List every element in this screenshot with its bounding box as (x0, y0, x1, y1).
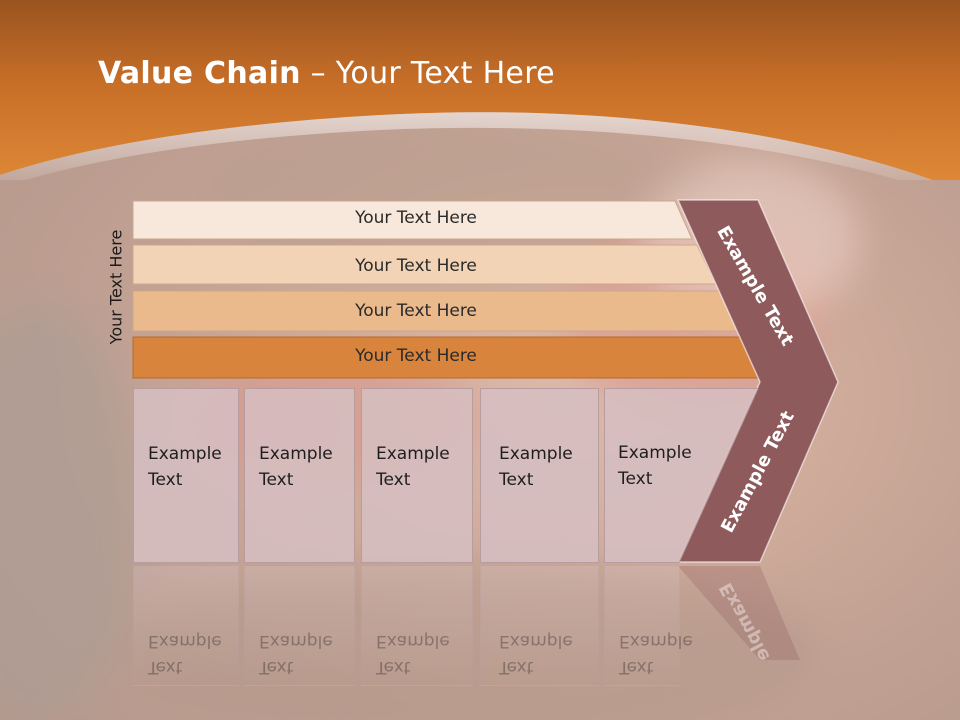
refl-3-line1: Example (376, 631, 450, 651)
column-1-line2: Text (148, 470, 183, 490)
bar-label-4: Your Text Here (355, 346, 477, 366)
refl-3-line2: Text (376, 657, 411, 677)
column-2-reflection-text: Text Example (259, 628, 333, 680)
column-5-line1: Example (618, 443, 692, 463)
column-3-line2: Text (376, 470, 411, 490)
refl-1-line1: Example (148, 631, 222, 651)
refl-2-line1: Example (259, 631, 333, 651)
bar-1 (132, 200, 693, 240)
refl-1-line2: Text (148, 657, 183, 677)
column-4-line1: Example (499, 444, 573, 464)
column-2-line2: Text (259, 470, 294, 490)
column-2-reflection: Text Example (244, 566, 355, 686)
chevron (676, 199, 839, 563)
chevron-reflection (678, 566, 800, 660)
column-3-reflection: Text Example (361, 566, 473, 686)
column-3-line1: Example (376, 444, 450, 464)
bar-label-2: Your Text Here (355, 256, 477, 276)
column-1-reflection-text: Text Example (148, 628, 222, 680)
page-title: Value Chain – Your Text Here (98, 56, 555, 91)
column-4-line2: Text (499, 470, 534, 490)
bar-label-1: Your Text Here (355, 208, 477, 228)
column-5-line2: Text (618, 469, 653, 489)
column-1-line1: Example (148, 444, 222, 464)
refl-2-line2: Text (259, 657, 294, 677)
refl-5-line2: Text (619, 657, 654, 677)
refl-5-line1: Example (619, 631, 693, 651)
column-2-line1: Example (259, 444, 333, 464)
title-bold: Value Chain (98, 56, 301, 91)
column-5-shape (604, 388, 759, 563)
column-1-reflection: Text Example (133, 566, 239, 686)
column-4-reflection-text: Text Example (499, 628, 573, 680)
column-3-reflection-text: Text Example (376, 628, 450, 680)
bar-label-3: Your Text Here (355, 301, 477, 321)
title-rest: – Your Text Here (300, 56, 555, 91)
column-5-reflection-text: Text Example (619, 628, 693, 680)
header-band (0, 0, 960, 180)
refl-4-line1: Example (499, 631, 573, 651)
column-4-reflection: Text Example (480, 566, 599, 686)
column-5-reflection: Text Example (604, 566, 693, 686)
refl-4-line2: Text (499, 657, 534, 677)
